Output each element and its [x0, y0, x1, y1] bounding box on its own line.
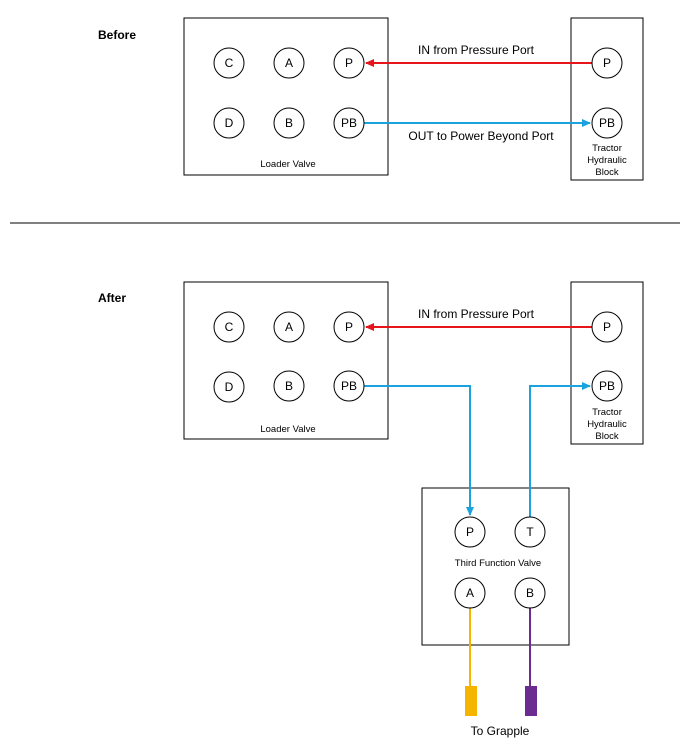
loader-valve-box-before	[183, 17, 389, 176]
loader-valve-box-after	[183, 281, 389, 440]
loader-port-a-after: A	[273, 311, 305, 343]
loader-port-p-after: P	[333, 311, 365, 343]
loader-valve-label-before: Loader Valve	[260, 159, 315, 170]
svg-text:B: B	[285, 116, 293, 130]
third-valve-port-b: B	[514, 577, 546, 609]
svg-text:D: D	[225, 380, 234, 394]
svg-text:P: P	[345, 56, 353, 70]
loader-port-b-after: B	[273, 370, 305, 402]
svg-text:PB: PB	[341, 116, 357, 130]
svg-text:B: B	[285, 379, 293, 393]
svg-text:P: P	[603, 56, 611, 70]
third-valve-port-p: P	[454, 516, 486, 548]
tractor-block-label-line2-after: Hydraulic	[587, 419, 627, 430]
svg-text:T: T	[526, 525, 534, 539]
svg-text:P: P	[466, 525, 474, 539]
tractor-port-pb-before: PB	[591, 107, 623, 139]
tractor-block-label-line3-after: Block	[595, 431, 618, 442]
third-valve-port-t: T	[514, 516, 546, 548]
loader-port-c-after: C	[213, 311, 245, 343]
third-function-valve-label: Third Function Valve	[455, 558, 541, 569]
tractor-block-label-line2-before: Hydraulic	[587, 155, 627, 166]
tractor-port-pb-after: PB	[591, 370, 623, 402]
svg-text:C: C	[225, 320, 234, 334]
loader-port-pb-after: PB	[333, 370, 365, 402]
svg-text:P: P	[345, 320, 353, 334]
loader-port-pb-before: PB	[333, 107, 365, 139]
loader-port-c-before: C	[213, 47, 245, 79]
tractor-block-label-line1-after: Tractor	[592, 407, 622, 418]
loader-port-d-before: D	[213, 107, 245, 139]
third-function-valve-box	[421, 487, 570, 646]
in-label-before: IN from Pressure Port	[418, 43, 535, 57]
grapple-connector-b	[525, 686, 537, 716]
svg-text:A: A	[466, 586, 474, 600]
svg-text:A: A	[285, 320, 293, 334]
svg-text:PB: PB	[599, 379, 615, 393]
svg-text:PB: PB	[341, 379, 357, 393]
loader-port-p-before: P	[333, 47, 365, 79]
tractor-block-label-line1-before: Tractor	[592, 143, 622, 154]
in-label-after: IN from Pressure Port	[418, 307, 535, 321]
before-heading: Before	[98, 28, 136, 42]
tractor-block-label-line3-before: Block	[595, 167, 618, 178]
third-valve-port-a: A	[454, 577, 486, 609]
third-valve-return-line	[529, 382, 591, 517]
svg-text:PB: PB	[599, 116, 615, 130]
svg-text:C: C	[225, 56, 234, 70]
svg-text:A: A	[285, 56, 293, 70]
tractor-block-box-before	[570, 17, 644, 181]
svg-text:B: B	[526, 586, 534, 600]
tractor-block-box-after	[570, 281, 644, 445]
svg-text:P: P	[603, 320, 611, 334]
after-heading: After	[98, 291, 126, 305]
tractor-port-p-before: P	[591, 47, 623, 79]
svg-text:D: D	[225, 116, 234, 130]
loader-valve-label-after: Loader Valve	[260, 424, 315, 435]
grapple-connector-a	[465, 686, 477, 716]
out-label-before: OUT to Power Beyond Port	[408, 129, 554, 143]
to-grapple-label: To Grapple	[471, 724, 530, 738]
tractor-port-p-after: P	[591, 311, 623, 343]
loader-port-d-after: D	[213, 371, 245, 403]
loader-port-a-before: A	[273, 47, 305, 79]
power-beyond-to-third-valve-line	[364, 385, 474, 516]
loader-port-b-before: B	[273, 107, 305, 139]
